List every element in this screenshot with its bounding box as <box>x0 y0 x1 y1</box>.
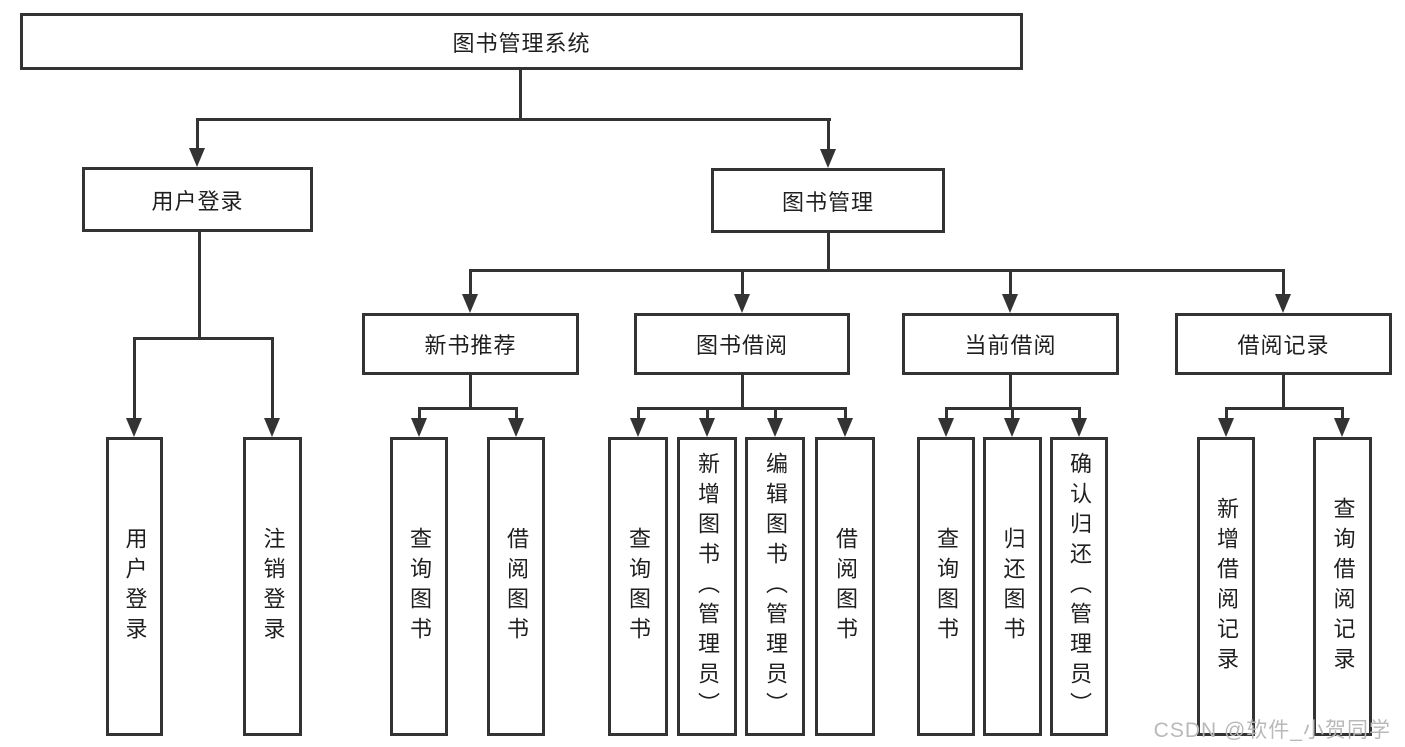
arrow-down-icon <box>630 418 646 437</box>
connector-line <box>1282 375 1285 409</box>
leaf-borrowing-borrow-books: 借阅图书 <box>815 437 875 736</box>
connector-line <box>1078 407 1081 421</box>
leaf-borrowing-query-books-label: 查询图书 <box>626 526 651 647</box>
connector-line <box>1282 269 1285 297</box>
connector-line <box>519 70 522 120</box>
connector-line <box>133 337 274 340</box>
leaf-borrowing-borrow-books-label: 借阅图书 <box>833 526 858 647</box>
connector-line <box>418 407 518 410</box>
connector-line <box>637 407 640 421</box>
leaf-recommend-borrow-books: 借阅图书 <box>487 437 545 736</box>
connector-line <box>1225 407 1344 410</box>
node-book-management-label: 图书管理 <box>781 189 874 215</box>
arrow-down-icon <box>699 418 715 437</box>
node-borrow-records-label: 借阅记录 <box>1237 333 1330 358</box>
arrow-down-icon <box>189 148 205 167</box>
connector-line <box>827 233 830 271</box>
watermark-text: CSDN @软件_小贺同学 <box>1153 719 1391 742</box>
node-user-login: 用户登录 <box>82 167 313 232</box>
arrow-down-icon <box>1002 294 1018 313</box>
leaf-edit-books-admin-label: 编辑图书（管理员） <box>763 451 788 722</box>
arrow-down-icon <box>1334 418 1350 437</box>
leaf-query-borrow-record: 查询借阅记录 <box>1313 437 1372 736</box>
connector-line <box>271 337 274 421</box>
connector-line <box>1341 407 1344 421</box>
connector-line <box>515 407 518 421</box>
arrow-down-icon <box>1004 418 1020 437</box>
arrow-down-icon <box>1218 418 1234 437</box>
arrow-down-icon <box>837 418 853 437</box>
arrow-down-icon <box>411 418 427 437</box>
node-root: 图书管理系统 <box>20 13 1023 70</box>
node-borrow-records: 借阅记录 <box>1175 313 1392 375</box>
node-root-label: 图书管理系统 <box>452 30 591 56</box>
leaf-current-query-books: 查询图书 <box>917 437 975 736</box>
arrow-down-icon <box>462 294 478 313</box>
connector-line <box>198 232 201 339</box>
connector-line <box>741 269 744 297</box>
leaf-return-books: 归还图书 <box>983 437 1042 736</box>
arrow-down-icon <box>264 418 280 437</box>
leaf-query-borrow-record-label: 查询借阅记录 <box>1330 496 1356 677</box>
connector-line <box>1009 269 1012 297</box>
connector-line <box>774 407 777 421</box>
connector-line <box>196 118 831 121</box>
leaf-recommend-borrow-books-label: 借阅图书 <box>504 526 529 647</box>
arrow-down-icon <box>126 418 142 437</box>
connector-line <box>1011 407 1014 421</box>
arrow-down-icon <box>820 149 836 168</box>
leaf-confirm-return-admin: 确认归还（管理员） <box>1050 437 1108 736</box>
leaf-add-books-admin-label: 新增图书（管理员） <box>695 451 720 722</box>
arrow-down-icon <box>508 418 524 437</box>
connector-line <box>706 407 709 421</box>
leaf-add-books-admin: 新增图书（管理员） <box>677 437 737 736</box>
connector-line <box>1225 407 1228 421</box>
node-user-login-label: 用户登录 <box>151 188 244 214</box>
connector-line <box>827 118 830 151</box>
node-book-borrowing: 图书借阅 <box>634 313 850 375</box>
connector-line <box>133 337 136 421</box>
connector-line <box>741 375 744 409</box>
leaf-current-query-books-label: 查询图书 <box>934 526 959 647</box>
connector-line <box>469 269 1285 272</box>
arrow-down-icon <box>767 418 783 437</box>
connector-line <box>1009 375 1012 409</box>
arrow-down-icon <box>1071 418 1087 437</box>
connector-line <box>637 407 847 410</box>
leaf-return-books-label: 归还图书 <box>1000 526 1026 647</box>
leaf-add-borrow-record-label: 新增借阅记录 <box>1214 496 1239 677</box>
node-new-book-recommend: 新书推荐 <box>362 313 579 375</box>
node-current-borrowing: 当前借阅 <box>902 313 1119 375</box>
node-book-management: 图书管理 <box>711 168 945 233</box>
connector-line <box>945 407 948 421</box>
connector-line <box>418 407 421 421</box>
leaf-user-login: 用户登录 <box>106 437 163 736</box>
node-book-borrowing-label: 图书借阅 <box>695 333 788 358</box>
arrow-down-icon <box>938 418 954 437</box>
leaf-add-borrow-record: 新增借阅记录 <box>1197 437 1255 736</box>
node-current-borrowing-label: 当前借阅 <box>964 333 1057 358</box>
arrow-down-icon <box>734 294 750 313</box>
connector-line <box>196 118 199 151</box>
arrow-down-icon <box>1275 294 1291 313</box>
leaf-recommend-query-books-label: 查询图书 <box>407 526 432 647</box>
node-new-book-recommend-label: 新书推荐 <box>424 333 517 358</box>
connector-line <box>844 407 847 421</box>
leaf-confirm-return-admin-label: 确认归还（管理员） <box>1067 451 1092 722</box>
leaf-logout: 注销登录 <box>243 437 302 736</box>
leaf-edit-books-admin: 编辑图书（管理员） <box>745 437 805 736</box>
leaf-recommend-query-books: 查询图书 <box>390 437 448 736</box>
leaf-user-login-label: 用户登录 <box>122 526 148 647</box>
connector-line <box>469 375 472 409</box>
connector-line <box>469 269 472 297</box>
leaf-logout-label: 注销登录 <box>260 526 286 647</box>
leaf-borrowing-query-books: 查询图书 <box>608 437 668 736</box>
